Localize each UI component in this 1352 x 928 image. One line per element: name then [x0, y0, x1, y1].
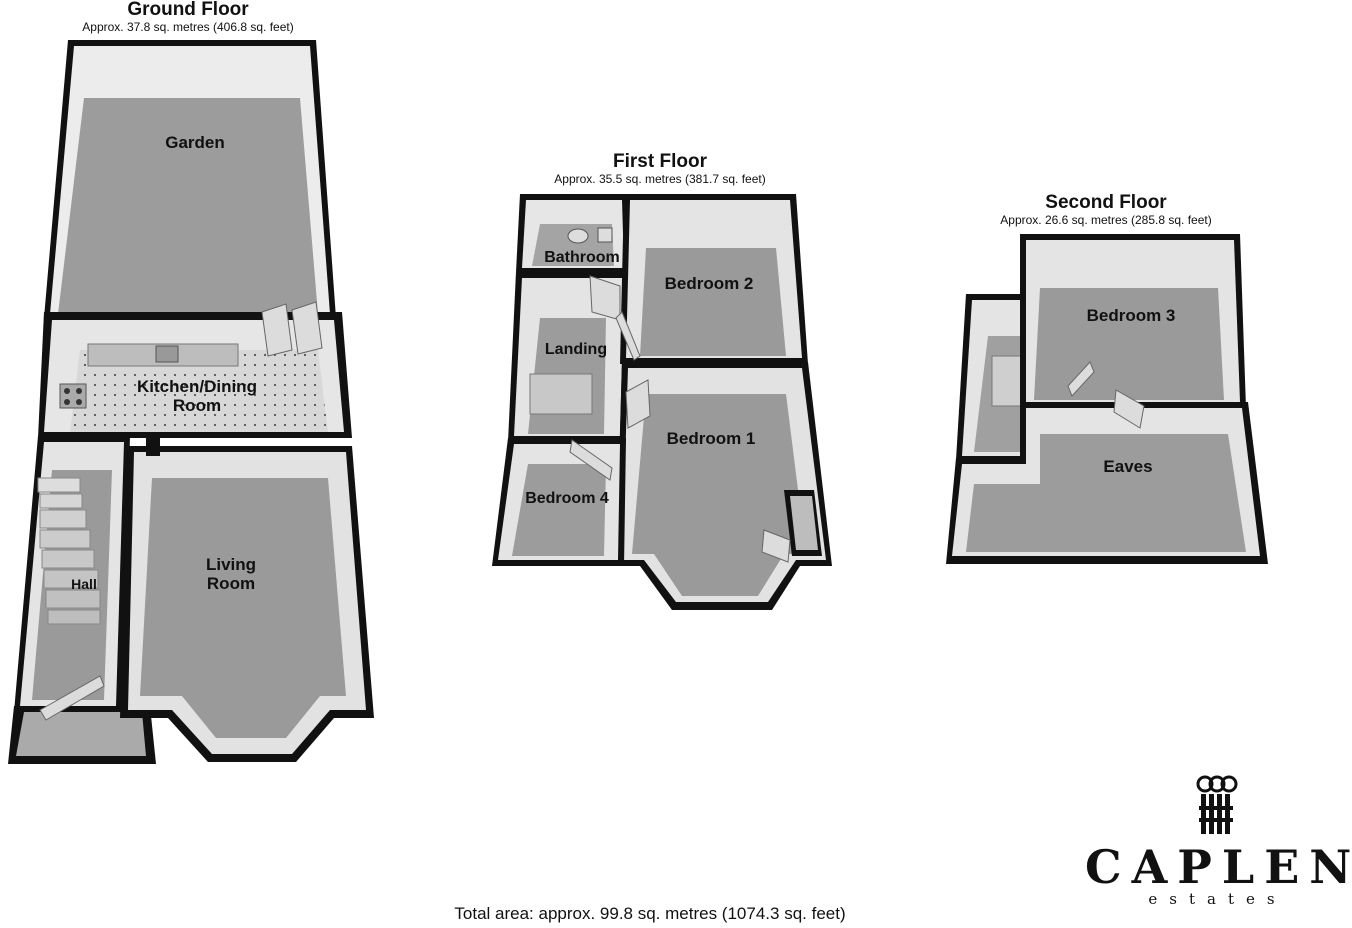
living-door-gap [146, 436, 160, 456]
hob-burner [76, 399, 82, 405]
bedroom2-window [680, 194, 742, 200]
first-floor-header: First Floor Approx. 35.5 sq. metres (381… [520, 151, 800, 187]
living-floor [140, 478, 346, 738]
kitchen-door [261, 303, 293, 357]
bedroom3-window [1104, 234, 1154, 240]
living-label-line2: Room [207, 574, 255, 593]
bedroom3-door [1067, 361, 1095, 397]
second-floor-title: Second Floor [1045, 192, 1167, 213]
living-label-line1: Living [206, 555, 256, 574]
hob-burner [64, 388, 70, 394]
basin-icon [567, 228, 589, 244]
bedroom4-window [528, 560, 594, 566]
bedroom3-floor [1034, 288, 1224, 400]
kitchen-window [124, 312, 202, 320]
second-floor-area: Approx. 26.6 sq. metres (285.8 sq. feet) [1000, 213, 1212, 227]
hob-burner [64, 399, 70, 405]
kitchen-floor-tiles [70, 350, 328, 432]
hall-label: Hall [71, 576, 97, 592]
logo-tagline: estates [1148, 890, 1287, 908]
bedroom4-label: Bedroom 4 [525, 490, 609, 507]
first-floor-title: First Floor [613, 151, 707, 172]
bathroom-window [552, 194, 610, 200]
ground-floor-title: Ground Floor [127, 0, 249, 20]
second-floor [946, 234, 1268, 564]
garden-floor [58, 98, 318, 314]
bedroom1-label: Bedroom 1 [667, 429, 756, 448]
toilet-icon [597, 227, 613, 243]
logo-wordmark: CAPLEN [1085, 840, 1352, 894]
wardrobe-door [761, 529, 791, 563]
bedroom4-floor [512, 464, 606, 556]
bedroom2-label: Bedroom 2 [665, 274, 754, 293]
ground-floor [8, 40, 374, 764]
bedroom4-door [569, 439, 613, 481]
first-floor-area: Approx. 35.5 sq. metres (381.7 sq. feet) [554, 172, 766, 186]
front-door [39, 675, 105, 721]
hob-icon [59, 383, 87, 409]
ground-floor-header: Ground Floor Approx. 37.8 sq. metres (40… [48, 0, 328, 34]
eaves-door [1113, 389, 1145, 429]
first-floor [492, 194, 832, 610]
kitchen-label-line2: Room [173, 396, 221, 415]
bathroom-label: Bathroom [544, 249, 620, 266]
second-floor-header: Second Floor Approx. 26.6 sq. metres (28… [966, 192, 1246, 228]
kitchen-door [291, 301, 323, 355]
hob-burner [76, 388, 82, 394]
eaves-label: Eaves [1103, 457, 1152, 476]
logo-emblem-icon [1196, 775, 1238, 834]
bedroom1-door [625, 379, 651, 429]
caplen-estates-logo: CAPLEN estates [1085, 770, 1352, 910]
bedroom2-door [615, 311, 641, 361]
second-floor-stair-rail [991, 355, 1023, 407]
bedroom1-wardrobe-inner [790, 496, 818, 550]
ground-floor-area: Approx. 37.8 sq. metres (406.8 sq. feet) [82, 20, 294, 34]
kitchen-label-line1: Kitchen/Dining [137, 377, 257, 396]
bedroom3-label: Bedroom 3 [1087, 306, 1176, 325]
landing-stair-rail [529, 373, 593, 415]
staircase [37, 477, 101, 625]
garden-label: Garden [165, 133, 225, 152]
bedroom2-floor [640, 248, 786, 356]
bathroom-floor [532, 224, 614, 266]
landing-label: Landing [545, 341, 607, 358]
eaves-floor [966, 434, 1246, 552]
kitchen-sink [155, 345, 179, 363]
total-area: Total area: approx. 99.8 sq. metres (107… [454, 904, 846, 923]
hall-porch-floor [16, 712, 146, 756]
